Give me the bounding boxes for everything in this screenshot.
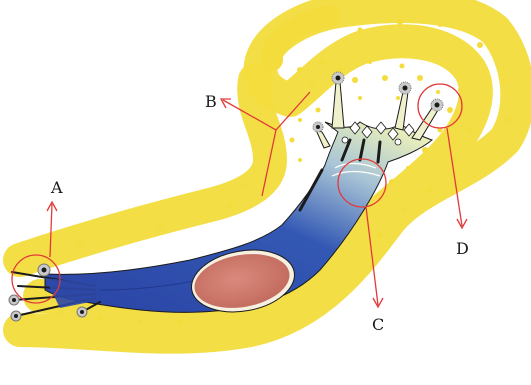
label-b: B: [205, 92, 217, 111]
label-a: A: [50, 178, 63, 197]
label-d: D: [456, 239, 469, 258]
label-c: C: [372, 315, 384, 334]
